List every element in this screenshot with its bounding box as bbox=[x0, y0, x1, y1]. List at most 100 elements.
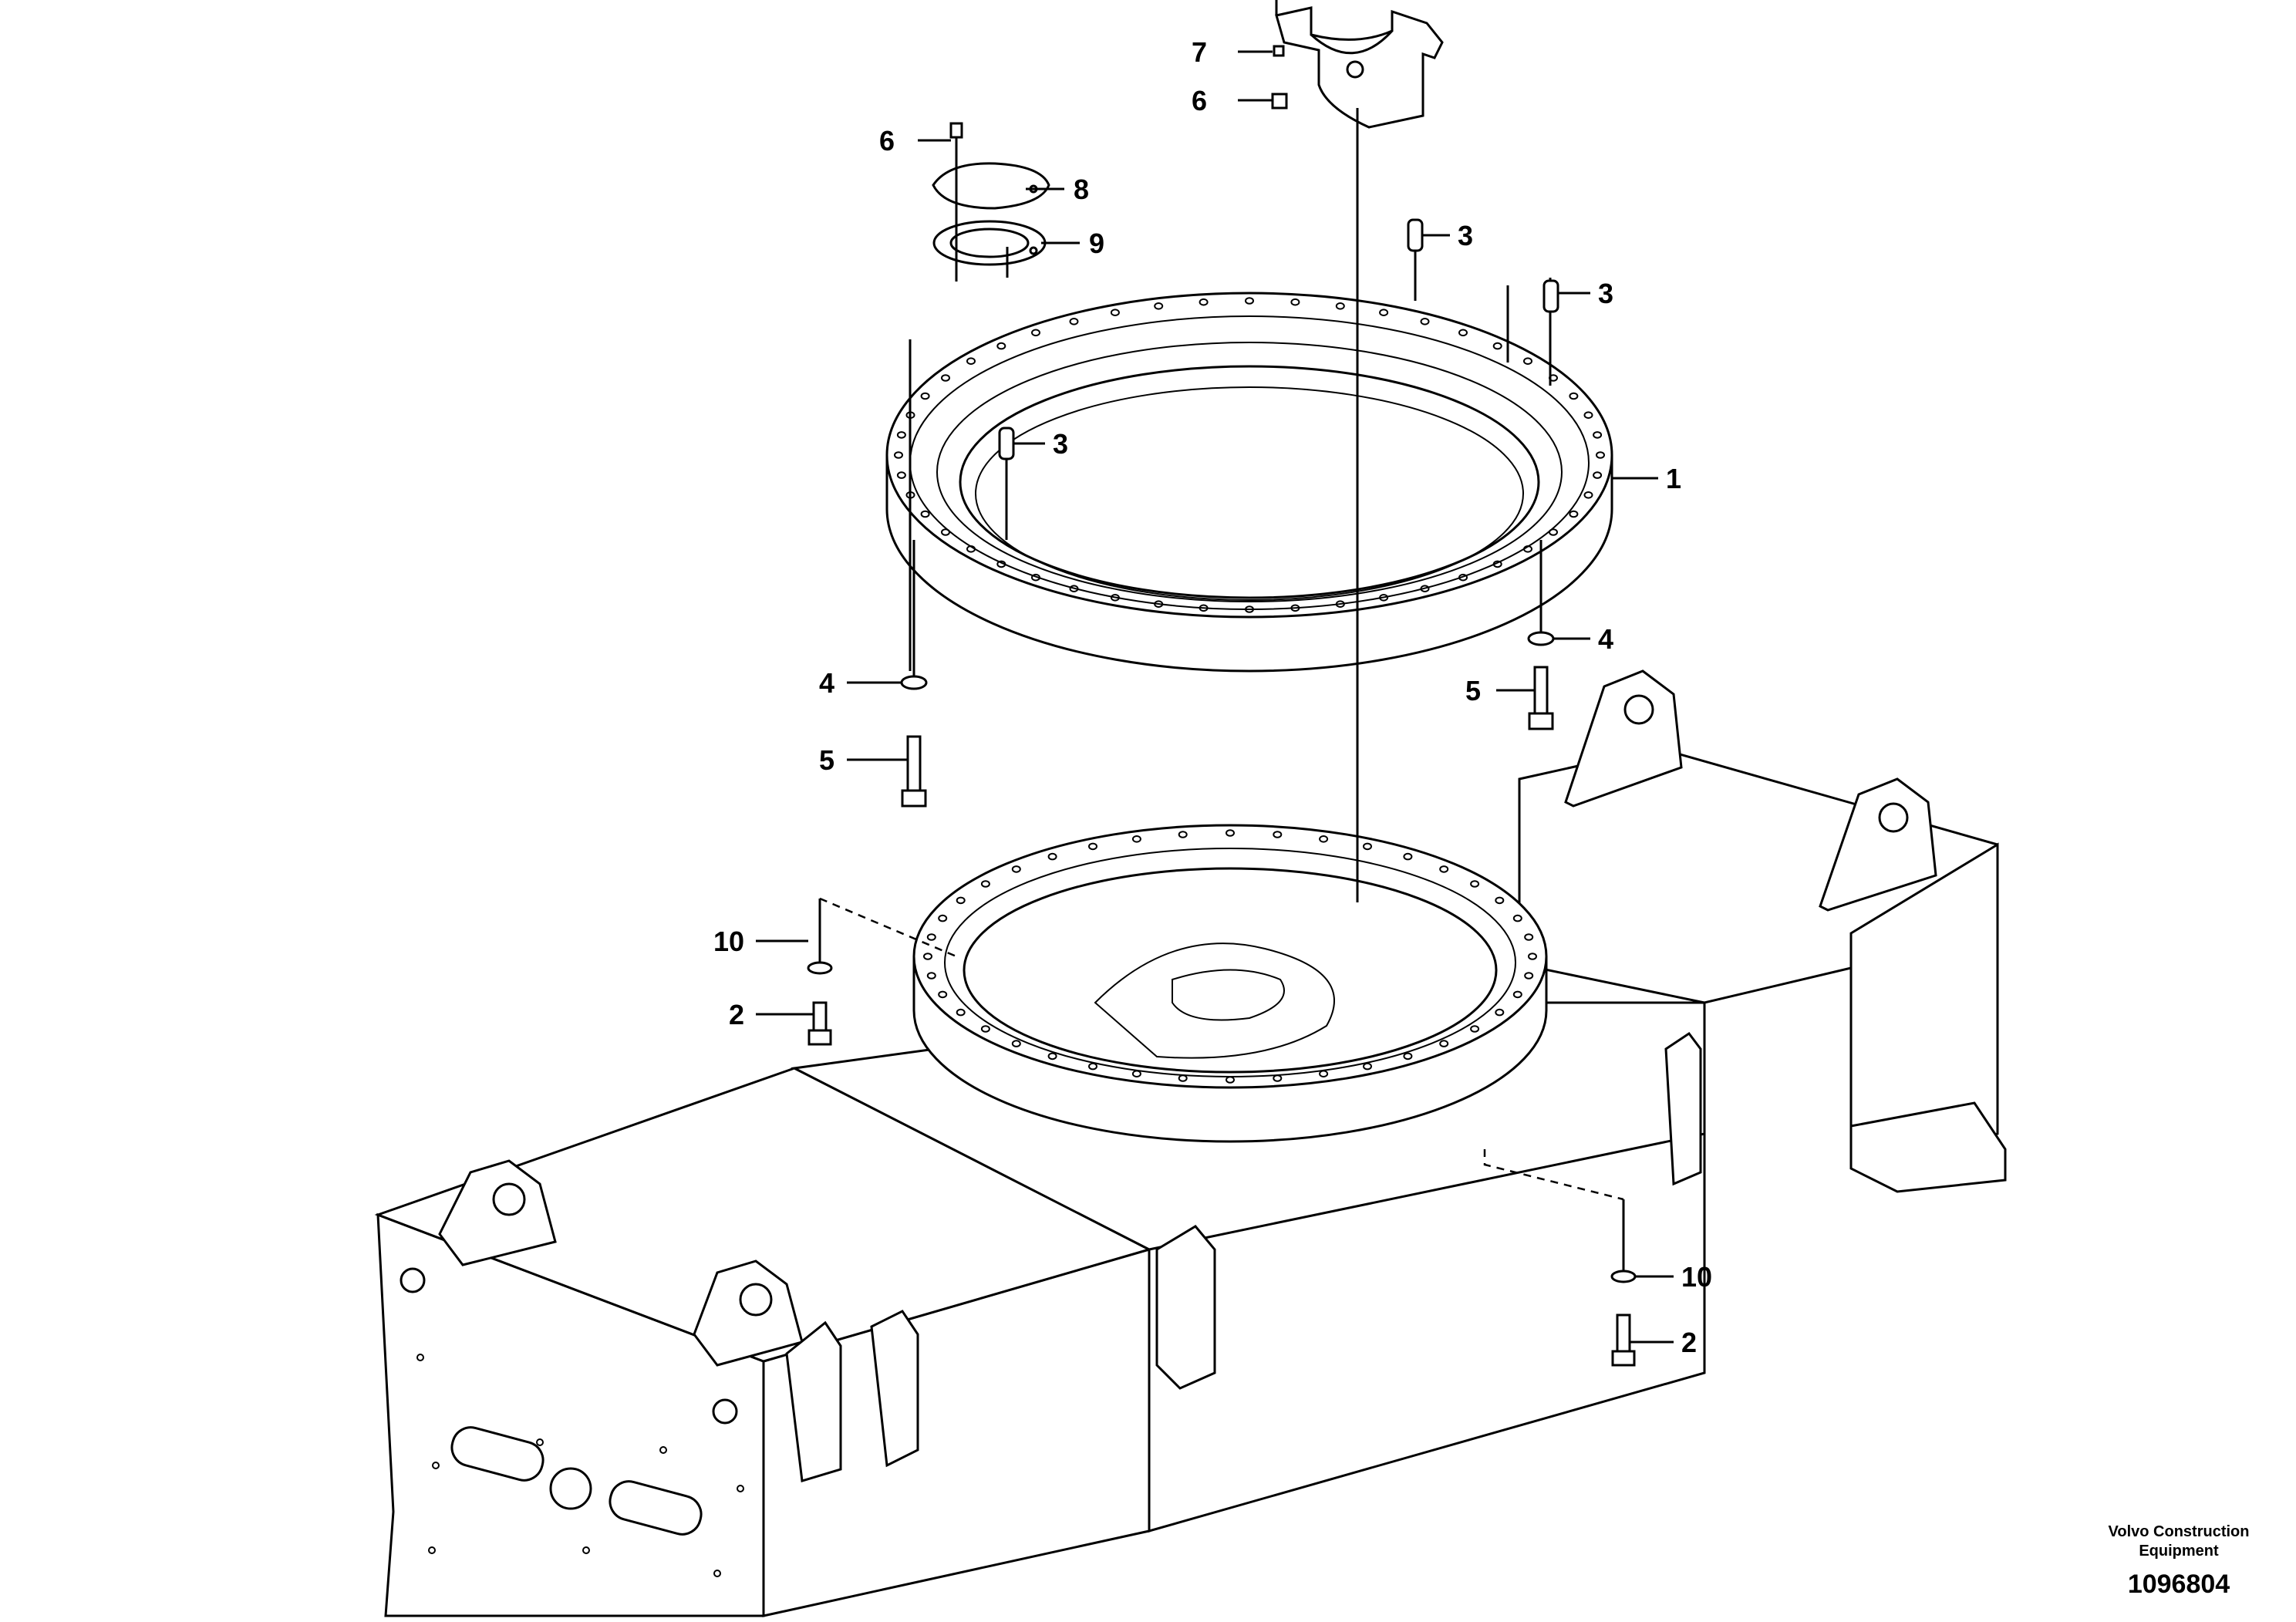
label-5: 5 bbox=[819, 744, 834, 776]
bolt-hole bbox=[980, 1025, 990, 1033]
bolt-hole bbox=[941, 374, 950, 382]
bolt-hole bbox=[1031, 329, 1040, 337]
frame-hole bbox=[582, 1546, 590, 1554]
bolt-hole bbox=[1492, 342, 1502, 350]
bolt-hole bbox=[1470, 880, 1480, 888]
pin-a bbox=[1407, 218, 1424, 252]
label-3: 3 bbox=[1458, 220, 1473, 251]
bolt-hole bbox=[1154, 600, 1164, 609]
bolt-hole bbox=[1528, 953, 1537, 960]
frame-bolt-holes bbox=[416, 1354, 744, 1577]
bolt-hole bbox=[1199, 298, 1209, 306]
bolt-hole bbox=[1523, 357, 1532, 366]
bolt-hole bbox=[1524, 972, 1534, 980]
pin-b bbox=[1542, 279, 1559, 313]
label-4: 4 bbox=[819, 667, 834, 699]
bolt-hole bbox=[1512, 914, 1522, 922]
upper-frame bbox=[374, 669, 2007, 1617]
frame-hole bbox=[416, 1354, 424, 1361]
bolt-hole bbox=[1569, 510, 1579, 518]
bolt-hole bbox=[1069, 318, 1079, 325]
bolt-hole bbox=[1110, 594, 1120, 602]
bolt-hole bbox=[1069, 585, 1079, 593]
frame-hole bbox=[737, 1485, 744, 1492]
bolt-hole bbox=[1031, 573, 1040, 582]
bolt-hole bbox=[941, 528, 950, 536]
bolt-hole bbox=[1226, 1076, 1235, 1084]
label-2: 2 bbox=[729, 999, 744, 1030]
bolt-hole bbox=[1495, 896, 1505, 905]
bolt-hole bbox=[1583, 491, 1593, 499]
label-10: 10 bbox=[1681, 1261, 1712, 1293]
frame-hole bbox=[536, 1438, 544, 1446]
label-5: 5 bbox=[1465, 675, 1481, 706]
leader-lines bbox=[756, 50, 1674, 1344]
bolt-hole bbox=[1088, 842, 1097, 851]
bolt-hole bbox=[920, 510, 930, 518]
label-4: 4 bbox=[1598, 623, 1613, 655]
frame-hole bbox=[659, 1446, 667, 1454]
bolt-hole bbox=[1512, 990, 1522, 999]
callout-labels: 7 6 6 8 9 3 3 3 1 4 5 4 5 10 2 10 2 bbox=[713, 36, 1712, 1358]
footer-block: Volvo Construction Equipment 1096804 bbox=[2109, 1523, 2250, 1599]
frame-hole bbox=[432, 1462, 440, 1469]
bolt-hole bbox=[1290, 604, 1300, 612]
bolt-hole bbox=[1379, 594, 1389, 602]
bolt-hole bbox=[1290, 298, 1300, 306]
label-10: 10 bbox=[713, 926, 744, 957]
bolt-hole bbox=[1495, 1008, 1505, 1017]
frame-hole bbox=[428, 1546, 436, 1554]
bolt-hole bbox=[1178, 1074, 1188, 1082]
bolt-hole bbox=[1335, 600, 1345, 609]
bolt-hole bbox=[1226, 829, 1235, 837]
frame-hole bbox=[713, 1570, 721, 1577]
bolt-hole bbox=[1420, 318, 1430, 325]
bolt-hole bbox=[1273, 1074, 1283, 1082]
bolt-hole bbox=[938, 914, 948, 922]
bolt-hole bbox=[1011, 1040, 1021, 1047]
bolt-hole bbox=[926, 933, 936, 941]
label-1: 1 bbox=[1666, 463, 1681, 494]
label-3: 3 bbox=[1053, 428, 1068, 460]
bolt-hole bbox=[1363, 1062, 1372, 1071]
bolt-hole bbox=[1403, 852, 1413, 861]
bolt-hole bbox=[896, 471, 906, 479]
bolt-hole bbox=[938, 990, 948, 999]
bolt-hole bbox=[1047, 852, 1057, 861]
bolt-hole bbox=[1549, 528, 1558, 536]
bolt-hole bbox=[956, 896, 966, 905]
bolt-hole bbox=[1379, 309, 1389, 317]
label-2: 2 bbox=[1681, 1327, 1697, 1358]
bolt-hole bbox=[1110, 309, 1120, 317]
label-9: 9 bbox=[1089, 228, 1104, 259]
bolt-hole bbox=[966, 545, 976, 553]
bolt-hole bbox=[1245, 605, 1254, 613]
label-7: 7 bbox=[1192, 36, 1207, 68]
bolt-hole bbox=[1335, 302, 1345, 310]
bolt-hole bbox=[896, 431, 906, 439]
bolt-hole bbox=[980, 880, 990, 888]
document-number: 1096804 bbox=[2128, 1570, 2230, 1599]
hose-clamp-bracket bbox=[1275, 0, 1444, 129]
pin-c bbox=[998, 427, 1015, 460]
turntable-bolt-holes bbox=[923, 829, 1537, 1084]
bolt-hole bbox=[1199, 604, 1209, 612]
label-8: 8 bbox=[1074, 174, 1089, 205]
brand-line-2: Equipment bbox=[2139, 1543, 2219, 1560]
bolt-hole bbox=[996, 560, 1006, 568]
bolt-hole bbox=[966, 357, 976, 366]
bolt-hole bbox=[1403, 1052, 1413, 1061]
bolt-hole bbox=[1439, 865, 1449, 873]
bolt-hole bbox=[1319, 835, 1329, 843]
hardware bbox=[807, 45, 1637, 1367]
bolt-hole bbox=[1011, 865, 1021, 873]
bolt-hole bbox=[1131, 1070, 1141, 1077]
bolt-hole bbox=[1088, 1062, 1097, 1071]
cover-plate bbox=[932, 162, 1050, 210]
bolt-hole bbox=[956, 1008, 966, 1017]
bolt-hole bbox=[920, 392, 930, 400]
bolt-hole bbox=[1439, 1040, 1449, 1047]
bolt-hole bbox=[1593, 431, 1603, 439]
bolt-hole bbox=[1492, 560, 1502, 568]
turntable-ring bbox=[912, 824, 1548, 1143]
